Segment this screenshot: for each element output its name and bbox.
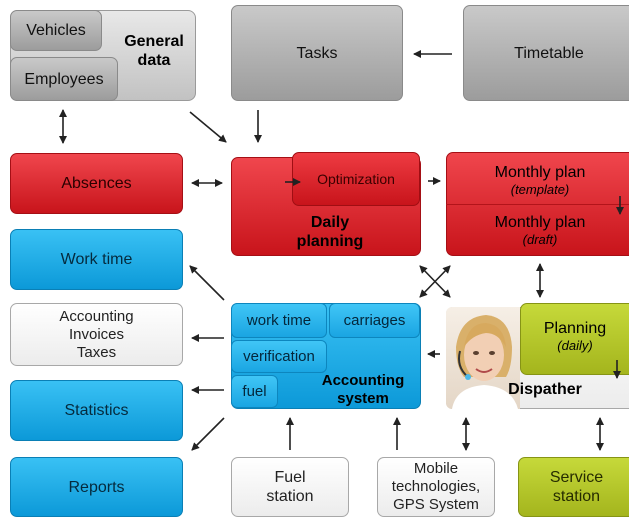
reports-label: Reports: [68, 478, 125, 496]
timetable-label: Timetable: [514, 44, 584, 62]
planning-daily-label: Planning (daily): [543, 320, 607, 353]
accounting-to-worktime-arrow: [189, 265, 225, 301]
employees-label: Employees: [24, 70, 104, 88]
vehicles-label: Vehicles: [26, 22, 86, 39]
monthly-plan-draft: Monthly plan (draft): [494, 214, 586, 247]
employees-box[interactable]: Employees: [10, 57, 118, 101]
daily-planning-title: Daily planning: [296, 214, 364, 250]
mobile-technologies-box[interactable]: Mobile technologies, GPS System: [377, 457, 495, 517]
statistics-label: Statistics: [64, 402, 129, 419]
accounting-system-title: Accounting system: [321, 372, 405, 407]
accounting-invoices-box[interactable]: Accounting Invoices Taxes: [10, 303, 183, 366]
monthly-plan-template: Monthly plan (template): [494, 164, 586, 197]
cross-arrow-b: [419, 265, 451, 298]
fuel-module[interactable]: fuel: [231, 375, 278, 408]
tasks-box[interactable]: Tasks: [231, 5, 403, 101]
absences-box[interactable]: Absences: [10, 153, 183, 214]
fuel-station-box[interactable]: Fuel station: [231, 457, 349, 517]
reports-box[interactable]: Reports: [10, 457, 183, 517]
timetable-box[interactable]: Timetable: [463, 5, 629, 101]
dispatcher-title: Dispather: [508, 381, 582, 398]
vehicles-box[interactable]: Vehicles: [10, 10, 102, 51]
verification-module[interactable]: verification: [231, 340, 327, 373]
optimization-label: Optimization: [317, 170, 395, 187]
service-station-box[interactable]: Service station: [518, 457, 629, 517]
absences-label: Absences: [61, 175, 132, 192]
work-time-label: Work time: [60, 251, 133, 268]
planning-daily-box[interactable]: [520, 303, 629, 375]
work-time-box[interactable]: Work time: [10, 229, 183, 290]
tasks-label: Tasks: [296, 44, 338, 62]
monthly-divider: [446, 204, 629, 205]
statistics-box[interactable]: Statistics: [10, 380, 183, 441]
accounting-to-reports-arrow: [191, 417, 225, 451]
work-time-module[interactable]: work time: [231, 303, 327, 338]
general-data-title: General data: [124, 33, 184, 69]
general-to-planning-arrow: [189, 111, 227, 143]
dispatcher-photo: [446, 307, 520, 409]
carriages-module[interactable]: carriages: [329, 303, 420, 338]
optimization-box[interactable]: Optimization: [292, 152, 420, 206]
